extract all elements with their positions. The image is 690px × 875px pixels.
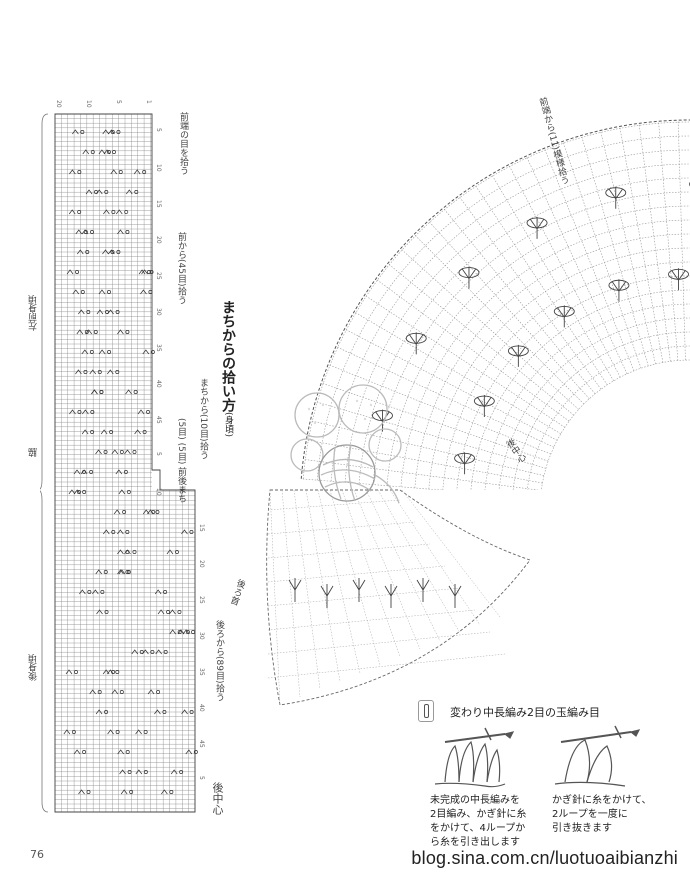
tick-label: 10 [85, 100, 92, 108]
legend-caption-left: 未完成の中長編みを 2目編み、かぎ針に糸 をかけて、4ループか ら糸を引き出しま… [430, 795, 527, 848]
tick-label: 20 [55, 100, 62, 108]
tick-label: 15 [155, 200, 162, 208]
diagram-title: まちからの拾い方(身頃) [220, 300, 236, 438]
tick-label: 35 [155, 344, 162, 352]
tick-label: 40 [155, 380, 162, 388]
knitting-grid-chart [40, 113, 198, 813]
gusset-note: (5目) (5目) 前後まち [176, 418, 186, 504]
tick-label: 20 [155, 236, 162, 244]
tick-label: 35 [198, 668, 205, 676]
stitch-illustrations [434, 725, 641, 788]
gusset-pickup-label: まちから(10目)拾う [198, 378, 208, 460]
tick-label: 10 [155, 488, 162, 496]
tick-label: 5 [198, 776, 205, 780]
page-number: 76 [30, 848, 44, 861]
back-neck-wedge-diagram [266, 489, 531, 706]
tick-label: 30 [198, 632, 205, 640]
bobble-stitch-symbol-icon [418, 700, 434, 722]
legend-caption-right: かぎ針に糸をかけて、 2ループを一度に 引き抜きます [552, 795, 652, 834]
tick-label: 25 [155, 272, 162, 280]
tick-label: 10 [155, 164, 162, 172]
tick-label: 45 [198, 740, 205, 748]
tick-label: 20 [198, 560, 205, 568]
legend-title: 変わり中長編み2目の玉編み目 [450, 706, 600, 719]
tick-label: 1 [145, 100, 152, 104]
tick-label: 5 [155, 452, 162, 456]
front-edge-note: 前端の目を拾う [178, 112, 188, 175]
tick-label: 25 [198, 596, 205, 604]
side-label: 脇 [29, 448, 39, 457]
back-center-label: 後中心 [211, 782, 224, 815]
yarn-ball-logo [290, 384, 402, 504]
tick-label: 5 [115, 100, 122, 104]
back-label: 後身頃 [29, 654, 39, 681]
tick-label: 15 [198, 524, 205, 532]
left-front-label: 左前身頃 [29, 295, 39, 331]
tick-label: 45 [155, 416, 162, 424]
front-pickup-label: 前から(45目)拾う [176, 232, 186, 305]
back-pickup-label: 後ろから(89目)拾う [214, 620, 224, 702]
blog-watermark: blog.sina.com.cn/luotuoaibianzhi [411, 848, 678, 868]
tick-label: 30 [155, 308, 162, 316]
tick-label: 5 [155, 128, 162, 132]
tick-label: 40 [198, 704, 205, 712]
